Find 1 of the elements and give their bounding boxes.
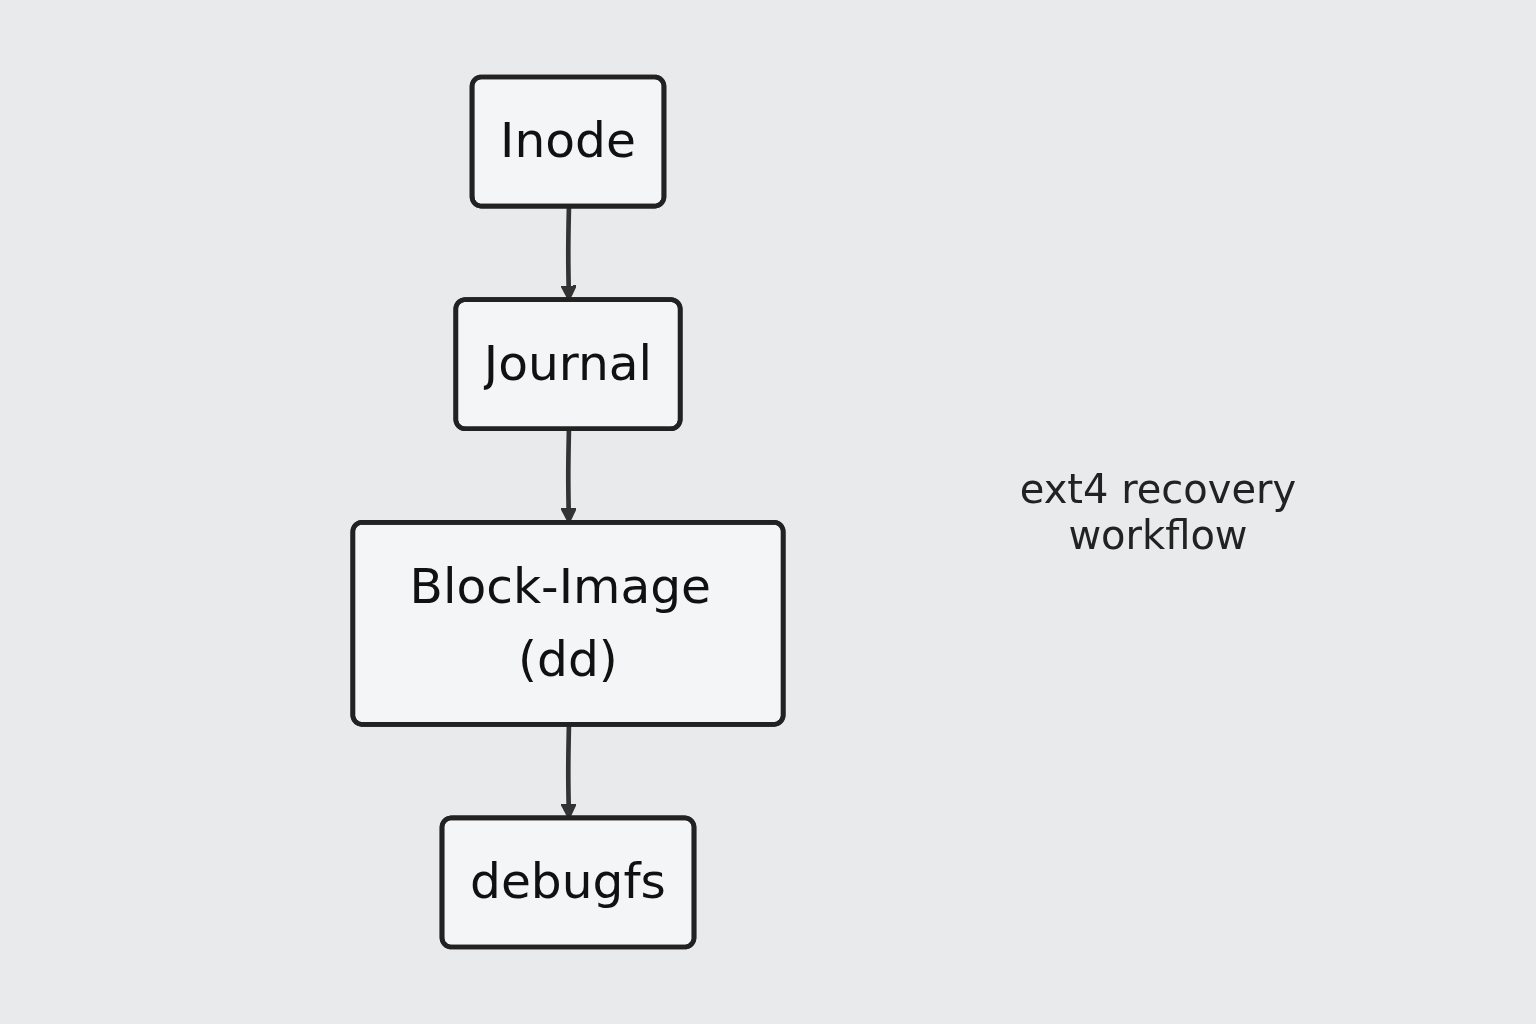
diagram-title: ext4 recovery workflow: [1018, 466, 1298, 558]
